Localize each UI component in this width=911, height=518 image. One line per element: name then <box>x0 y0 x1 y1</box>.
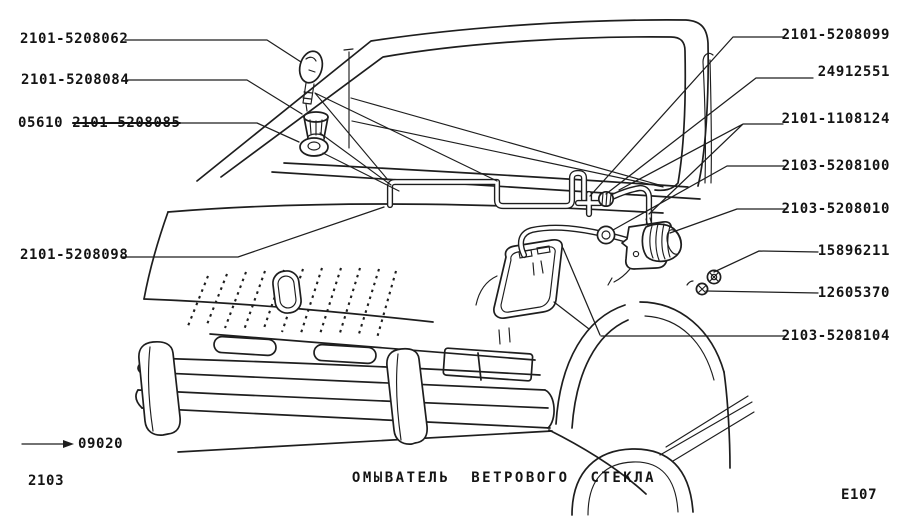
wheel-arch <box>555 301 731 469</box>
mounting-washer <box>706 269 722 285</box>
cowl-upper-line <box>271 171 701 200</box>
panel-slot-right <box>313 343 377 365</box>
part-label: 2101-5208084 <box>21 72 130 88</box>
figure-reference: E107 <box>841 487 878 503</box>
part-label: 2101-5208099 <box>781 27 890 43</box>
washer-system <box>298 50 722 319</box>
washer-pump <box>607 217 683 286</box>
part-label: 24912551 <box>817 64 890 80</box>
leader-lines <box>21 36 819 448</box>
door-glass-edge <box>702 52 714 184</box>
part-label: 12605370 <box>817 285 890 301</box>
part-label: 2103-5208010 <box>781 201 890 217</box>
headlight <box>442 347 534 382</box>
page-number: 2103 <box>28 473 65 489</box>
windshield-bottom-edge <box>283 162 689 188</box>
part-label: 2101-5208062 <box>20 31 129 47</box>
jet-socket <box>303 111 329 143</box>
washer-fluid-bag <box>493 238 563 319</box>
direction-marker-label: 09020 <box>78 436 124 452</box>
part-label: 2101-5208098 <box>20 247 129 263</box>
tee-fitting <box>574 190 604 218</box>
grille-badge-inner <box>277 275 297 309</box>
wiper-arm <box>343 48 354 149</box>
part-label: 15896211 <box>817 243 890 259</box>
sill-line <box>177 430 553 453</box>
windshield-inner-frame <box>220 36 687 192</box>
front-panel-line <box>209 333 536 361</box>
pump-wire <box>607 268 631 286</box>
cowl-lower-line <box>167 203 664 214</box>
page-title: ОМЫВАТЕЛЬ ВЕТРОВОГО СТЕКЛА <box>351 470 657 486</box>
hood-corner-curves <box>475 275 511 345</box>
hose-grommet <box>596 225 616 245</box>
windshield-outer-frame <box>196 19 710 187</box>
body-lower-edge <box>548 429 647 495</box>
part-label-prefix: 05610 <box>18 115 64 131</box>
part-label: 05610 2101-5208085 <box>18 115 181 131</box>
part-label: 2103-5208104 <box>781 328 890 344</box>
wheel <box>571 448 694 516</box>
washer-hoses <box>386 169 653 259</box>
front-bumper <box>135 357 647 495</box>
direction-arrow <box>21 440 74 448</box>
bumper-guard-right <box>386 347 428 445</box>
check-valve <box>597 190 615 208</box>
hood-left-edge <box>143 211 169 300</box>
mounting-screw <box>686 280 709 296</box>
sill-hatch-lines <box>659 395 755 462</box>
part-label: 2101-1108124 <box>781 111 890 127</box>
bumper-guard-left <box>138 340 181 436</box>
part-label-superseded: 2101-5208085 <box>72 115 181 131</box>
grille-hatching <box>187 267 398 339</box>
washer-jet-nozzle <box>298 50 324 112</box>
wiper-blade-lines <box>350 97 664 188</box>
headlight-divider <box>477 352 482 381</box>
jet-grommet <box>299 137 329 157</box>
part-label: 2103-5208100 <box>781 158 890 174</box>
panel-slot-left <box>213 335 277 357</box>
